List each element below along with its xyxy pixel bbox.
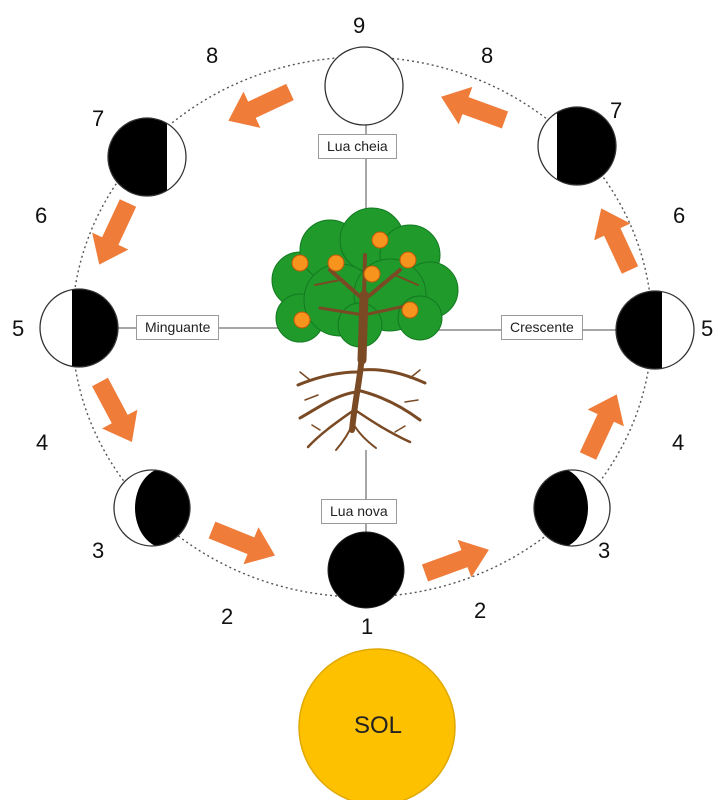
number-bottom: 1 <box>361 614 374 639</box>
number-top: 9 <box>353 13 366 38</box>
fruit <box>327 254 345 272</box>
moon-full <box>324 46 404 126</box>
arrow-left-upper <box>92 199 137 265</box>
moon-left-7 <box>107 117 187 197</box>
sun-label: SOL <box>353 712 403 739</box>
orbit-arrows <box>92 83 639 582</box>
moon-left-5 <box>39 288 119 368</box>
tree-roots <box>296 352 427 451</box>
number-left-6: 6 <box>35 203 48 228</box>
arrow-top-right <box>441 86 509 129</box>
moon-new <box>327 531 405 609</box>
tree-fruits <box>291 231 419 329</box>
number-right-2: 2 <box>474 598 487 623</box>
number-left-8: 8 <box>206 43 219 68</box>
arrow-right-upper <box>594 208 639 274</box>
moon-right-3 <box>533 469 611 547</box>
fruit <box>371 231 389 249</box>
arrow-top-left <box>228 83 294 128</box>
label-waxing: Crescente <box>501 315 583 341</box>
number-left-3: 3 <box>92 538 105 563</box>
moon-right-5 <box>615 290 695 370</box>
sun <box>298 648 456 800</box>
number-right-7: 7 <box>610 98 623 123</box>
fruit <box>293 311 311 329</box>
number-right-6: 6 <box>673 203 686 228</box>
fruit <box>291 254 309 272</box>
label-waning: Minguante <box>136 315 220 341</box>
label-full-moon: Lua cheia <box>318 134 397 160</box>
arrow-bottom-left <box>208 521 276 565</box>
fruit <box>401 301 419 319</box>
number-left-5: 5 <box>12 316 25 341</box>
label-new-moon: Lua nova <box>321 499 397 525</box>
number-left-2: 2 <box>221 604 234 629</box>
number-right-5: 5 <box>701 316 714 341</box>
number-left-4: 4 <box>36 430 49 455</box>
moon-left-3 <box>113 469 191 547</box>
number-right-8: 8 <box>481 43 494 68</box>
arrow-bottom-right <box>421 539 489 582</box>
arrow-left-lower <box>92 377 138 443</box>
number-right-4: 4 <box>672 430 685 455</box>
fruit <box>399 251 417 269</box>
fruit <box>363 265 381 283</box>
number-left-7: 7 <box>92 106 105 131</box>
number-right-3: 3 <box>598 538 611 563</box>
moon-right-7 <box>537 106 617 186</box>
arrow-right-lower <box>579 394 624 460</box>
